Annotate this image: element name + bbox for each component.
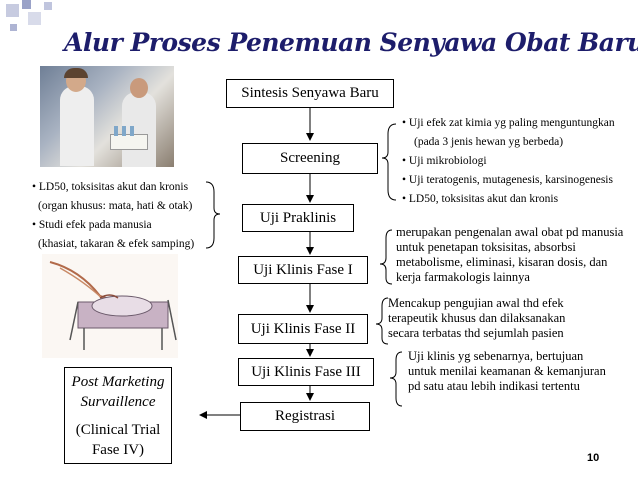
preclinical-note: (organ khusus: mata, hati & otak) [38, 200, 193, 212]
screening-note: • Uji efek zat kimia yg paling menguntun… [402, 117, 615, 129]
preclinical-box: Uji Praklinis [242, 204, 354, 232]
slide-title: Alur Proses Penemuan Senyawa Obat Baru [64, 28, 638, 57]
preclinical-note: • Studi efek pada manusia [32, 219, 152, 231]
corner-square [28, 12, 41, 25]
phase1-note: merupakan pengenalan awal obat pd manusi… [396, 225, 624, 284]
synthesis-box: Sintesis Senyawa Baru [226, 79, 394, 108]
registration-box: Registrasi [240, 402, 370, 431]
phase1-box: Uji Klinis Fase I [238, 256, 368, 284]
corner-square [10, 24, 17, 31]
phase3-note: Uji klinis yg sebenarnya, bertujuan untu… [408, 349, 606, 393]
post-marketing-line: Post Marketing [71, 374, 165, 390]
post-marketing-line: (Clinical Trial [75, 422, 161, 438]
post-marketing-line: Survaillence [80, 394, 156, 410]
corner-square [44, 2, 52, 10]
phase3-box: Uji Klinis Fase III [238, 358, 374, 386]
screening-box: Screening [242, 143, 378, 174]
screening-note: • Uji teratogenis, mutagenesis, karsinog… [402, 174, 613, 186]
preclinical-notes: • LD50, toksisitas akut dan kronis (orga… [32, 178, 194, 254]
page-number: 10 [587, 452, 600, 464]
preclinical-note: • LD50, toksisitas akut dan kronis [32, 181, 189, 193]
phase2-note: Mencakup pengujian awal thd efek terapeu… [388, 296, 566, 340]
screening-note: (pada 3 jenis hewan yg berbeda) [414, 136, 564, 148]
corner-square [6, 4, 19, 17]
preclinical-note: (khasiat, takaran & efek samping) [38, 238, 195, 250]
lab-photo [40, 66, 174, 167]
screening-note: • Uji mikrobiologi [402, 155, 487, 167]
post-marketing-line: Fase IV) [91, 442, 145, 458]
post-marketing-box: Post Marketing Survaillence (Clinical Tr… [64, 367, 172, 464]
corner-square [22, 0, 31, 9]
screening-note: • LD50, toksisitas akut dan kronis [402, 193, 559, 205]
phase2-box: Uji Klinis Fase II [238, 314, 368, 344]
screening-notes: • Uji efek zat kimia yg paling menguntun… [402, 114, 615, 209]
